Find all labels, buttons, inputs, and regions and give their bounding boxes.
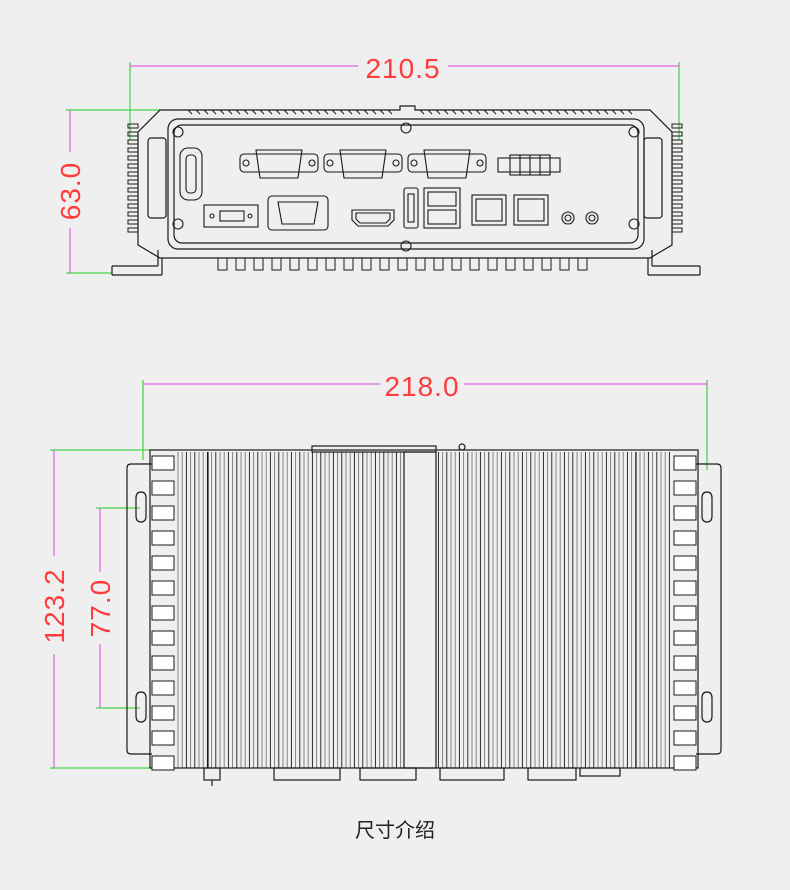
- top-side-fins: [151, 455, 175, 771]
- terminal-block-icon: [497, 154, 561, 176]
- power-button-icon: [179, 147, 203, 201]
- dc-power-jack-icon: [203, 204, 259, 228]
- audio-jack-icon: [585, 211, 599, 225]
- top-view: 218.0 123.2 77.0: [39, 371, 722, 786]
- top-side-fins: [673, 455, 697, 771]
- top-width-dimension: 218.0: [384, 371, 459, 402]
- antenna-connector-icon: [203, 767, 221, 781]
- top-height-dimension: 123.2: [39, 568, 70, 643]
- front-width-dimension: 210.5: [365, 53, 440, 84]
- audio-jack-icon: [561, 211, 575, 225]
- top-extension-lines: [50, 380, 708, 769]
- front-extension-lines: [66, 62, 680, 274]
- usb-port-icon: [403, 187, 419, 229]
- ethernet-port-icon: [471, 194, 507, 226]
- top-dimension-lines: [53, 383, 707, 768]
- screw-icon: [628, 218, 640, 230]
- front-chassis: [111, 105, 701, 276]
- front-panel-ports: [172, 122, 640, 252]
- mounting-hole-icon: [135, 691, 147, 723]
- serial-port-icon: [239, 149, 319, 179]
- front-heatsink-fins: [127, 109, 683, 271]
- serial-port-icon: [323, 149, 403, 179]
- vga-port-icon: [267, 195, 329, 231]
- mounting-hole-icon: [135, 491, 147, 523]
- hdmi-port-icon: [351, 209, 395, 227]
- front-height-dimension: 63.0: [55, 162, 86, 221]
- mounting-hole-icon: [701, 491, 713, 523]
- serial-port-icon: [407, 149, 487, 179]
- screw-icon: [172, 218, 184, 230]
- usb-port-icon: [423, 187, 461, 229]
- front-dimension-lines: [69, 65, 679, 273]
- top-heatsink-grooves: [177, 452, 670, 768]
- screw-icon: [400, 122, 412, 134]
- screw-icon: [628, 126, 640, 138]
- hole-spacing-dimension: 77.0: [85, 579, 116, 638]
- ethernet-port-icon: [513, 194, 549, 226]
- screw-icon: [400, 240, 412, 252]
- mounting-hole-icon: [701, 691, 713, 723]
- screw-icon: [172, 126, 184, 138]
- caption: 尺寸介绍: [355, 818, 435, 842]
- front-view: 210.5 63.0: [55, 53, 701, 276]
